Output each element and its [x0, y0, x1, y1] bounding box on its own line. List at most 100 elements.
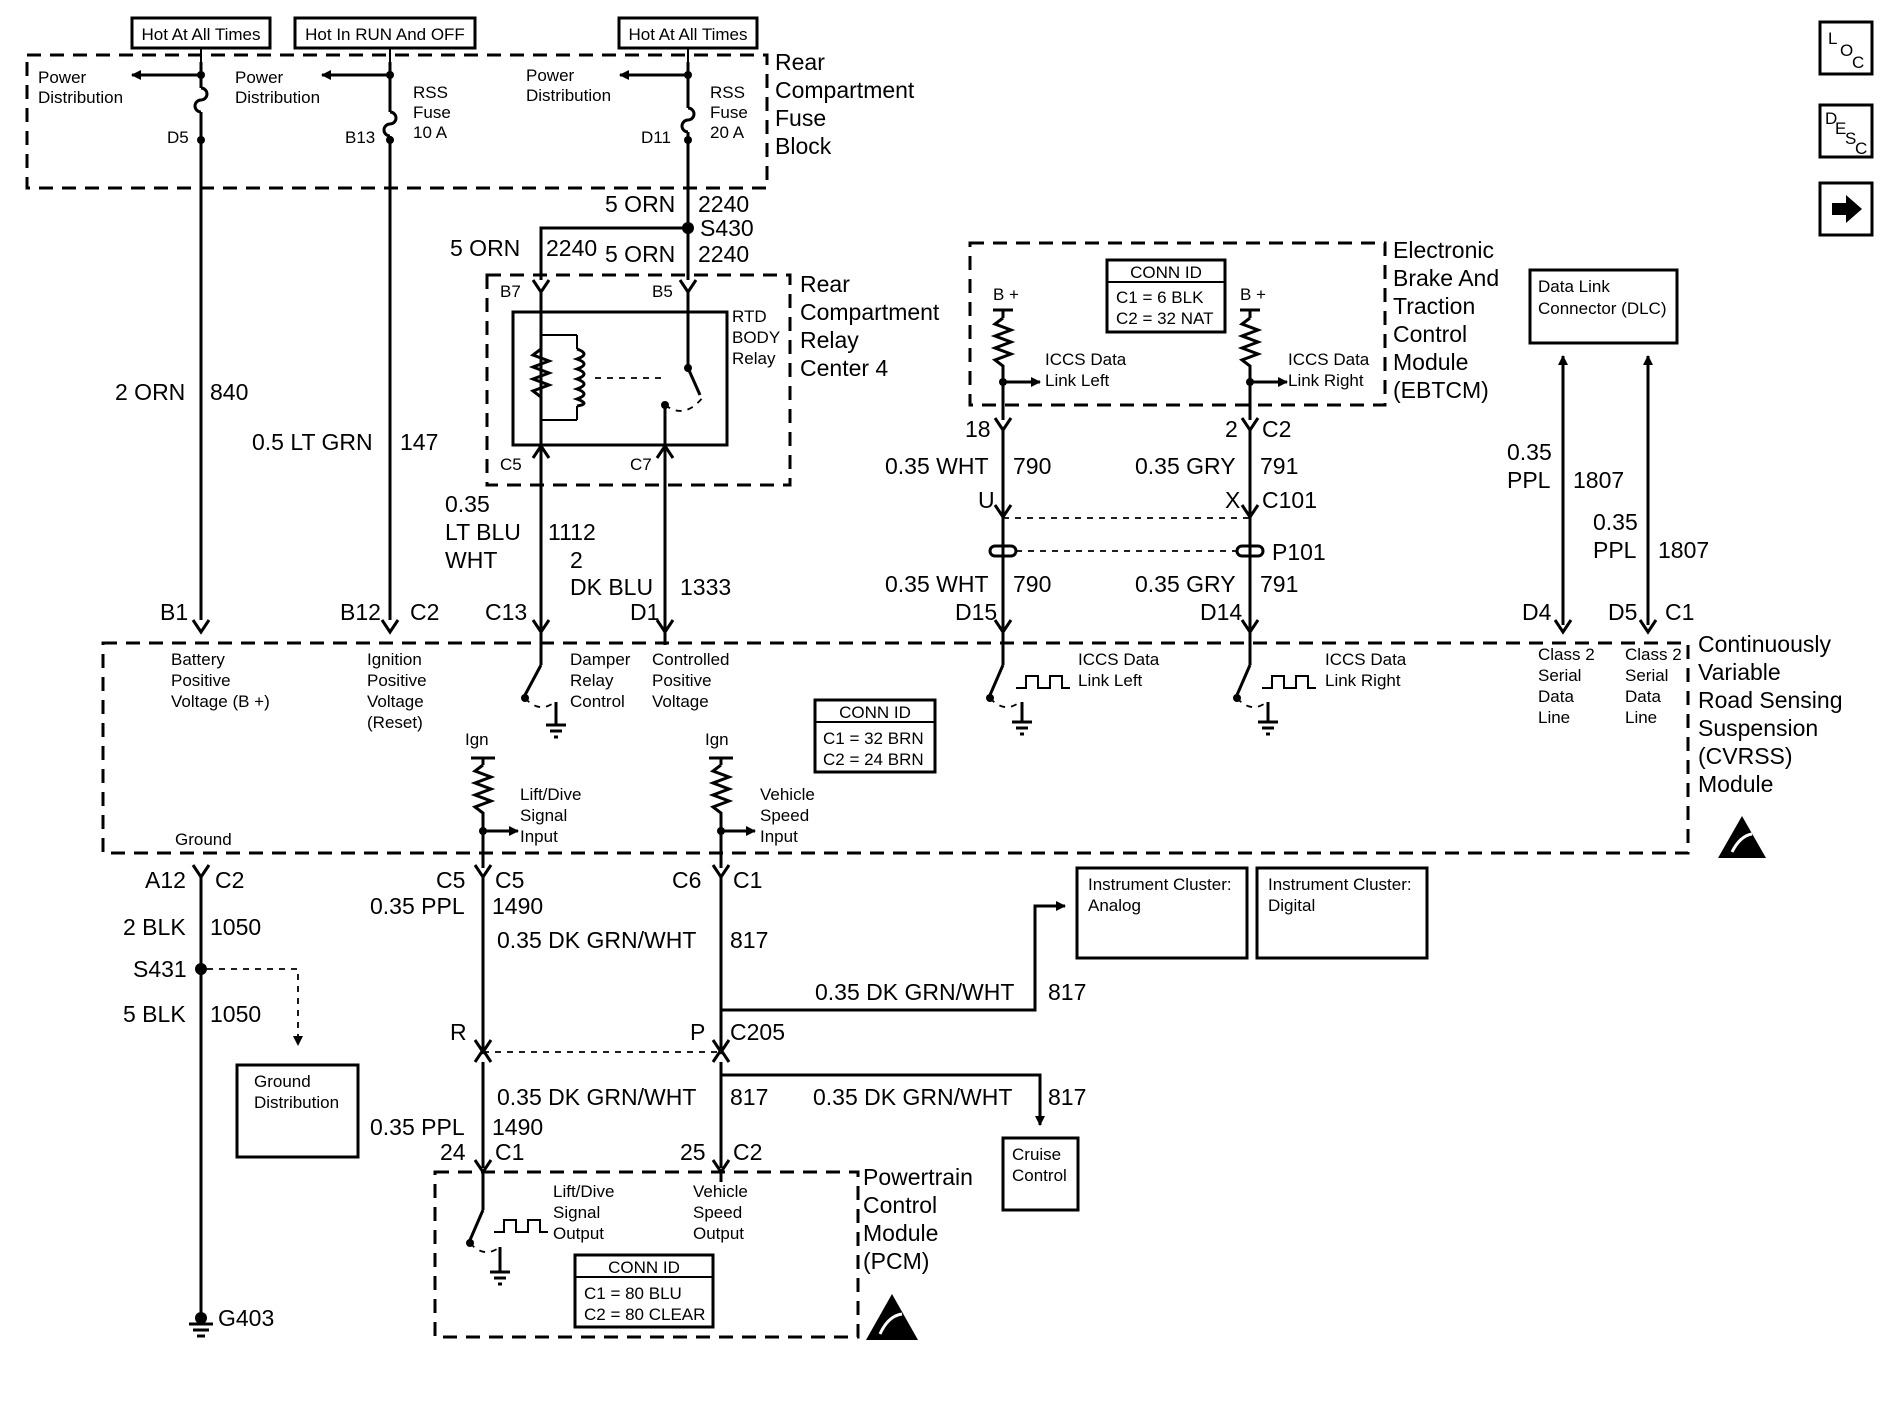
svg-text:U: U	[978, 487, 995, 513]
svg-text:X: X	[1225, 487, 1240, 513]
ground-label: Ground	[175, 830, 232, 849]
lift-dive-signal-input: Ign Lift/Dive Signal Input	[465, 730, 581, 868]
ebtcm-outline	[968, 241, 1387, 407]
svg-text:Instrument Cluster:: Instrument Cluster:	[1268, 875, 1412, 894]
svg-text:Voltage (B +): Voltage (B +)	[171, 692, 270, 711]
svg-text:Positive: Positive	[367, 671, 427, 690]
svg-text:C1: C1	[1665, 599, 1694, 625]
svg-text:Class 2: Class 2	[1625, 645, 1682, 664]
power-distribution-2: Power Distribution	[235, 68, 320, 107]
svg-text:840: 840	[210, 379, 248, 405]
svg-text:0.35: 0.35	[1507, 439, 1552, 465]
description-button[interactable]: D E S C	[1818, 103, 1874, 159]
rss-fuse-10a: RSS Fuse 10 A	[413, 83, 451, 142]
svg-text:CONN ID: CONN ID	[608, 1258, 680, 1277]
ground-distribution: Ground Distribution	[235, 1063, 360, 1159]
svg-text:Data Link: Data Link	[1538, 277, 1610, 296]
svg-text:C13: C13	[485, 599, 527, 625]
svg-text:D11: D11	[641, 128, 671, 147]
svg-text:C101: C101	[1262, 487, 1317, 513]
fuse-icon	[193, 86, 209, 114]
svg-text:B1: B1	[160, 599, 188, 625]
esd-warning-icon	[1718, 816, 1766, 858]
fuse-block-outline	[25, 53, 769, 190]
svg-text:5 BLK: 5 BLK	[123, 1001, 186, 1027]
svg-text:Data: Data	[1625, 687, 1661, 706]
data-link-connector: Data Link Connector (DLC)	[1528, 268, 1679, 345]
next-button[interactable]	[1818, 181, 1874, 237]
svg-text:10 A: 10 A	[413, 123, 448, 142]
svg-text:CONN ID: CONN ID	[1130, 263, 1202, 282]
svg-text:Line: Line	[1625, 708, 1657, 727]
relay-center-outline	[485, 273, 792, 487]
svg-text:D1: D1	[630, 599, 659, 625]
svg-text:WHT: WHT	[445, 547, 497, 573]
svg-text:Hot At All Times: Hot At All Times	[141, 25, 260, 44]
svg-text:1050: 1050	[210, 1001, 261, 1027]
svg-text:RTD: RTD	[732, 307, 767, 326]
svg-text:C1 = 6 BLK: C1 = 6 BLK	[1116, 288, 1204, 307]
svg-text:C2 = 24 BRN: C2 = 24 BRN	[823, 750, 924, 769]
vehicle-speed-output: Vehicle Speed Output	[693, 1172, 748, 1243]
svg-text:Control: Control	[1393, 321, 1467, 347]
svg-text:S431: S431	[133, 956, 187, 982]
svg-text:Lift/Dive: Lift/Dive	[520, 785, 581, 804]
svg-text:Ign: Ign	[705, 730, 729, 749]
svg-text:20 A: 20 A	[710, 123, 745, 142]
cvrss-conn-id: CONN ID C1 = 32 BRN C2 = 24 BRN	[813, 698, 937, 774]
svg-text:Relay: Relay	[570, 671, 614, 690]
svg-text:P101: P101	[1272, 539, 1326, 565]
ground-icon	[490, 1270, 510, 1286]
svg-text:Signal: Signal	[553, 1203, 600, 1222]
svg-text:Distribution: Distribution	[254, 1093, 339, 1112]
location-button[interactable]: L O C	[1818, 20, 1874, 76]
svg-text:790: 790	[1013, 571, 1051, 597]
svg-text:147: 147	[400, 429, 438, 455]
svg-text:Positive: Positive	[171, 671, 231, 690]
ground-icon	[1258, 720, 1278, 736]
svg-text:C1 = 32 BRN: C1 = 32 BRN	[823, 729, 924, 748]
relay-coil-icon	[572, 347, 586, 408]
svg-text:0.35 DK GRN/WHT: 0.35 DK GRN/WHT	[815, 979, 1014, 1005]
fuse-icon	[680, 106, 696, 134]
svg-text:0.35 GRY: 0.35 GRY	[1135, 571, 1236, 597]
svg-text:Analog: Analog	[1088, 896, 1141, 915]
svg-text:Center 4: Center 4	[800, 355, 888, 381]
svg-text:(PCM): (PCM)	[863, 1248, 929, 1274]
iccs-link-left-switch: ICCS Data Link Left	[986, 632, 1160, 736]
svg-text:0.35 WHT: 0.35 WHT	[885, 453, 989, 479]
svg-text:1490: 1490	[492, 893, 543, 919]
svg-text:B13: B13	[345, 128, 375, 147]
svg-text:Cruise: Cruise	[1012, 1145, 1061, 1164]
splice-s431	[195, 963, 207, 975]
svg-text:Line: Line	[1538, 708, 1570, 727]
cvrss-module-outline	[101, 641, 1690, 855]
svg-text:Link Left: Link Left	[1045, 371, 1110, 390]
svg-text:Ignition: Ignition	[367, 650, 422, 669]
svg-text:Connector (DLC): Connector (DLC)	[1538, 299, 1667, 318]
twisted-pair-p101	[988, 544, 1265, 558]
svg-text:5 ORN: 5 ORN	[605, 241, 675, 267]
svg-text:Signal: Signal	[520, 806, 567, 825]
power-distribution-3: Power Distribution	[526, 66, 611, 105]
svg-text:Electronic: Electronic	[1393, 237, 1494, 263]
svg-text:R: R	[450, 1019, 467, 1045]
battery-positive-voltage: Battery Positive Voltage (B +)	[171, 650, 270, 711]
svg-text:0.35 PPL: 0.35 PPL	[370, 893, 465, 919]
svg-text:B7: B7	[500, 282, 521, 301]
svg-text:Power: Power	[526, 66, 575, 85]
lift-dive-signal-output: Lift/Dive Signal Output	[466, 1172, 614, 1286]
svg-text:C6: C6	[672, 867, 701, 893]
svg-text:Voltage: Voltage	[652, 692, 709, 711]
svg-text:Voltage: Voltage	[367, 692, 424, 711]
svg-text:Module: Module	[863, 1220, 938, 1246]
svg-text:Instrument Cluster:: Instrument Cluster:	[1088, 875, 1232, 894]
svg-text:Serial: Serial	[1538, 666, 1581, 685]
svg-text:Fuse: Fuse	[775, 105, 826, 131]
svg-text:Input: Input	[760, 827, 798, 846]
svg-text:BODY: BODY	[732, 328, 780, 347]
svg-text:817: 817	[730, 927, 768, 953]
svg-text:Compartment: Compartment	[775, 77, 915, 103]
svg-text:0.35 DK GRN/WHT: 0.35 DK GRN/WHT	[497, 927, 696, 953]
